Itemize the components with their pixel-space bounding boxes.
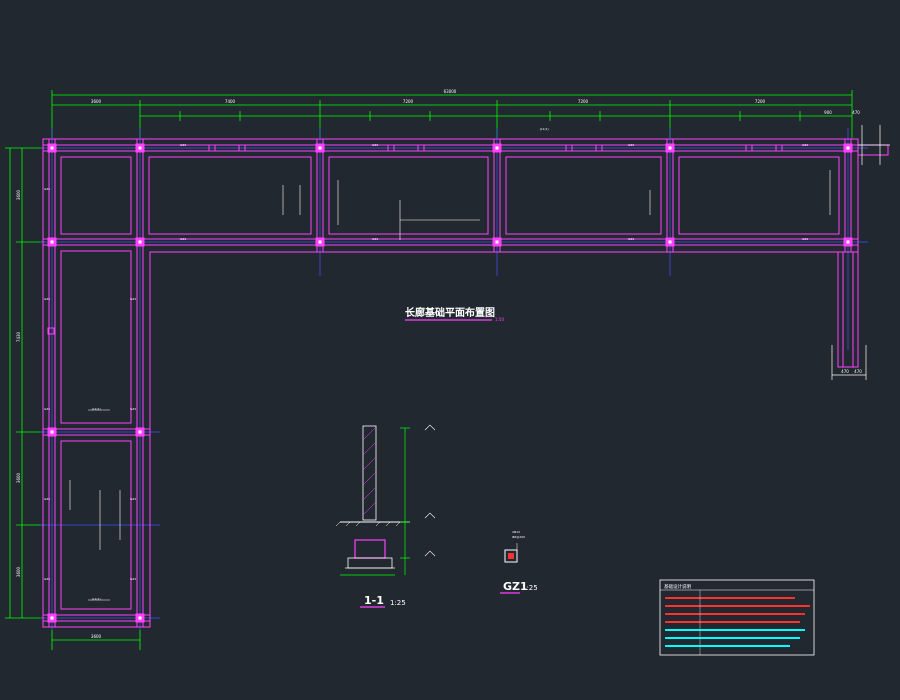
plan-title: 长廊基础平面布置图: [405, 306, 495, 319]
left-dimension-lines: [5, 147, 141, 650]
dim-top-3: 7200: [403, 99, 414, 104]
svg-text:JL1(1): JL1(1): [91, 597, 101, 601]
dim-top-6: 900: [824, 110, 832, 115]
svg-text:GZ1: GZ1: [44, 297, 50, 301]
notes-panel: [659, 579, 815, 656]
dim-top-5: 7200: [755, 99, 766, 104]
svg-text:GZ1: GZ1: [802, 143, 808, 147]
svg-text:GZ1: GZ1: [628, 143, 634, 147]
dim-top-1: 3600: [91, 99, 102, 104]
overall-dimension: 63000: [444, 89, 457, 94]
section-scale: 1:25: [390, 599, 406, 607]
svg-text:GZ1: GZ1: [44, 187, 50, 191]
dim-left-2: 7430: [16, 331, 21, 342]
dim-top-7: 470: [852, 110, 860, 115]
svg-text:GZ1: GZ1: [130, 497, 136, 501]
right-side-markers: [831, 125, 890, 380]
svg-text:GZ1: GZ1: [44, 577, 50, 581]
dim-top-4: 7200: [578, 99, 589, 104]
svg-text:4Φ12: 4Φ12: [512, 530, 520, 534]
svg-text:GZ1: GZ1: [44, 407, 50, 411]
svg-text:GZ1: GZ1: [372, 237, 378, 241]
svg-text:Φ6@200: Φ6@200: [512, 535, 525, 539]
annotation-leaders: [69, 170, 831, 601]
foundation-beams: [42, 138, 889, 628]
section-detail: [335, 424, 436, 576]
dim-right-1: 470: [841, 369, 849, 374]
dim-top-2: 7400: [225, 99, 236, 104]
dim-bottom: 3600: [91, 634, 102, 639]
dim-left-4: 3600: [16, 566, 21, 577]
svg-text:GZ1: GZ1: [628, 237, 634, 241]
column-label: GZ1: [503, 580, 528, 593]
svg-text:GZ1: GZ1: [180, 237, 186, 241]
section-label: 1-1: [364, 594, 384, 607]
svg-text:JL1(1): JL1(1): [91, 407, 101, 411]
structural-columns: [47, 143, 853, 623]
svg-text:GZ1: GZ1: [130, 297, 136, 301]
top-dimension-lines: [51, 90, 853, 138]
notes-title: 基础设计说明: [664, 583, 691, 590]
svg-text:GZ1: GZ1: [180, 143, 186, 147]
column-detail: 4Φ12 Φ6@200: [504, 530, 525, 563]
dim-right-2: 470: [854, 369, 862, 374]
column-scale: 1:25: [522, 584, 538, 592]
dim-left-3: 3600: [16, 472, 21, 483]
svg-text:GZ1: GZ1: [130, 407, 136, 411]
svg-text:JL1(1): JL1(1): [539, 127, 549, 131]
svg-text:GZ1: GZ1: [130, 577, 136, 581]
dim-left-1: 3600: [16, 189, 21, 200]
svg-text:GZ1: GZ1: [44, 497, 50, 501]
svg-text:GZ1: GZ1: [802, 237, 808, 241]
axis-lines: [40, 128, 868, 630]
plan-scale: 1:50: [495, 317, 504, 322]
svg-text:GZ1: GZ1: [372, 143, 378, 147]
